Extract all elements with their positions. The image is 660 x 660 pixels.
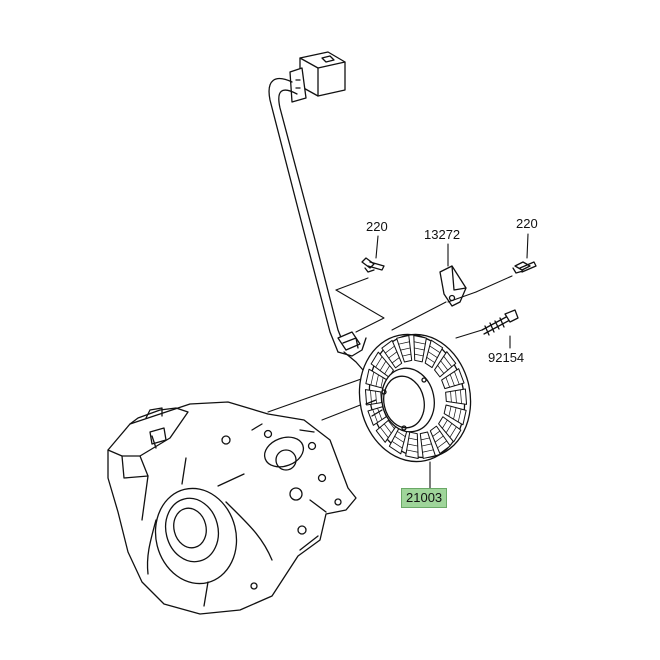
stator-tooth: [424, 339, 444, 369]
stator-winding-line: [375, 374, 379, 387]
stator-winding-line: [370, 371, 375, 386]
stator-winding-line: [432, 430, 441, 437]
stator-winding-line: [413, 341, 426, 345]
stator-winding-line: [402, 353, 412, 357]
stator-winding-line: [460, 389, 462, 404]
stator-winding-line: [406, 449, 419, 453]
wire-connector: [289, 51, 346, 103]
stator-winding-line: [400, 347, 411, 351]
part-label-clamp-13272: 13272: [424, 227, 461, 242]
stator-tooth: [434, 351, 457, 378]
stator-winding-line: [372, 409, 378, 423]
stator-winding-line: [407, 443, 419, 447]
leader-lines: [375, 233, 529, 489]
stator-tooth: [429, 425, 451, 455]
stator-tooth: [381, 339, 403, 369]
stator-winding-line: [449, 426, 457, 438]
stator-winding-line: [429, 345, 441, 354]
stator-winding-line: [454, 371, 460, 385]
stator-winding-line: [384, 345, 395, 354]
stator-winding-line: [380, 377, 384, 389]
stator-winding-line: [384, 365, 390, 375]
part-label-bolt-220-right: 220: [516, 216, 538, 231]
stator-winding-line: [434, 435, 444, 443]
stator-winding-line: [422, 449, 434, 453]
bolt-92154: [481, 309, 519, 336]
stator-winding-line: [442, 419, 448, 429]
stator-winding-line: [377, 407, 383, 420]
stator-winding-line: [455, 390, 457, 404]
stator-winding-line: [445, 376, 450, 388]
stator-winding-line: [437, 365, 445, 374]
stator-winding-line: [394, 435, 405, 443]
stator-winding-line: [437, 440, 448, 449]
part-label-stator-21003: 21003: [401, 488, 448, 508]
stator-winding-line: [375, 390, 377, 404]
stator-winding-line: [414, 353, 424, 357]
stator-winding-line: [379, 360, 387, 371]
stator-winding-line: [426, 357, 436, 363]
stator-winding-line: [443, 355, 453, 368]
stator-tooth: [441, 368, 465, 390]
part-label-bolt-92154: 92154: [488, 350, 525, 365]
stator-winding-line: [420, 437, 430, 441]
stator-tooth: [438, 416, 462, 443]
engine-cover: [107, 401, 357, 615]
stator-21003: [358, 333, 472, 463]
stator-winding-line: [388, 351, 398, 359]
stator-winding-line: [450, 391, 452, 403]
stator-winding-line: [391, 357, 400, 364]
stator-winding-line: [421, 443, 432, 447]
stator-winding-line: [383, 423, 392, 434]
stator-winding-line: [445, 423, 453, 434]
stator-winding-line: [427, 351, 438, 359]
stator-winding-line: [387, 420, 395, 429]
stator-winding-line: [396, 431, 406, 437]
wire-harness: [268, 77, 371, 379]
stator-winding-line: [398, 341, 410, 345]
stator-winding-line: [440, 360, 449, 371]
part-label-bolt-220-left: 220: [366, 219, 388, 234]
stator-winding-line: [413, 347, 425, 351]
stator-winding-line: [453, 407, 457, 420]
stator-winding-line: [408, 437, 418, 441]
stator-winding-line: [457, 408, 462, 423]
bolt-220-right: [512, 261, 537, 274]
bolt-220-left: [361, 257, 385, 273]
stator-winding-line: [449, 374, 455, 387]
stator-winding-line: [379, 426, 389, 439]
stator-winding-line: [375, 356, 383, 368]
stator-winding-line: [448, 405, 452, 417]
stator-winding-line: [391, 440, 403, 449]
